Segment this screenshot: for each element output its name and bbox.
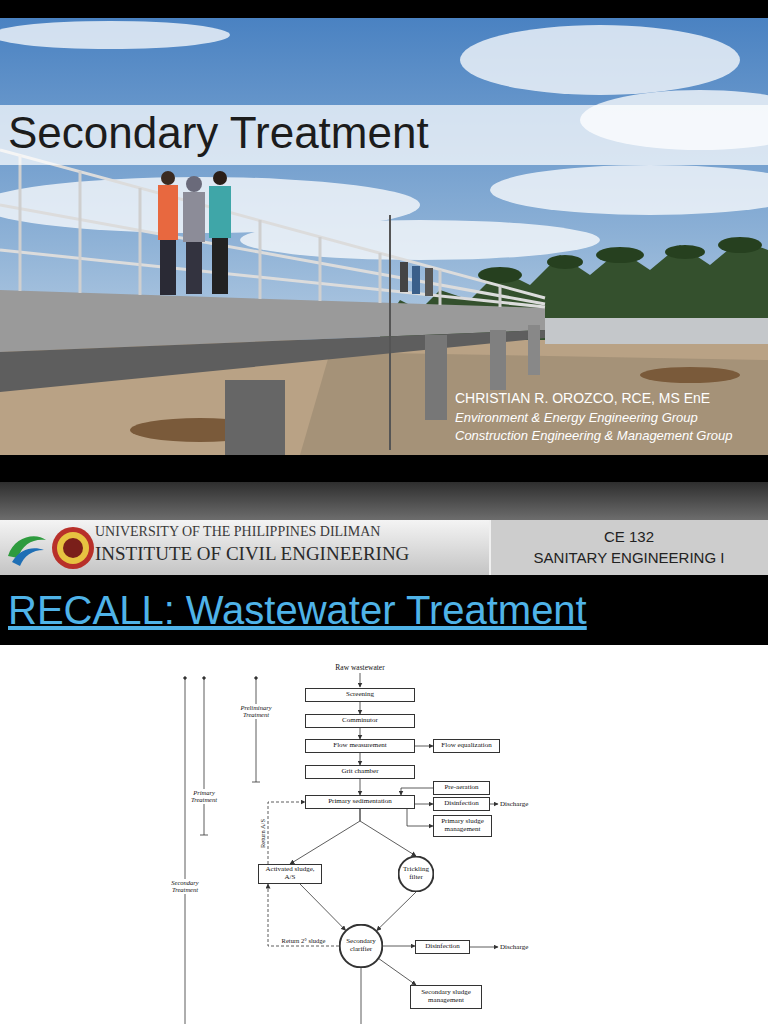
- flow-input: Raw wastewater: [325, 663, 395, 672]
- slide-title: Secondary Treatment: [8, 108, 429, 158]
- process-circle: Trickling filter: [398, 856, 434, 892]
- node-text: Pre-aeration: [444, 784, 478, 792]
- stage-label: Secondary Treatment: [165, 879, 205, 894]
- flow-connector: [360, 779, 361, 795]
- flow-connector: [379, 959, 416, 985]
- process-box: Disinfection: [415, 940, 470, 954]
- process-box: Primary sedimentation: [305, 795, 415, 809]
- edge-label: Return A/S: [259, 817, 266, 848]
- flow-connector: [268, 884, 339, 946]
- author-name: CHRISTIAN R. OROZCO, RCE, MS EnE: [455, 390, 710, 406]
- flow-connector: [360, 753, 361, 765]
- author-group: Construction Engineering & Management Gr…: [455, 428, 733, 443]
- node-text: Flow measurement: [333, 742, 386, 750]
- site-photo: [0, 18, 768, 455]
- process-box: Secondary sludge management: [410, 985, 482, 1009]
- process-box: Flow measurement: [305, 739, 415, 753]
- edge-label: Return 2° sludge: [281, 937, 327, 944]
- institute-name: INSTITUTE OF CIVIL ENGINEERING: [95, 543, 409, 565]
- university-name: UNIVERSITY OF THE PHILIPPINES DILIMAN: [95, 524, 380, 540]
- course-title: SANITARY ENGINEERING I: [490, 549, 768, 566]
- process-box: Screening: [305, 688, 415, 702]
- node-text: Screening: [346, 691, 374, 699]
- flow-output: Discharge: [500, 800, 528, 808]
- university-logos: [8, 527, 94, 569]
- node-text: Comminutor: [342, 717, 378, 725]
- node-text: Primary sedimentation: [328, 798, 392, 806]
- node-text: Secondary clarifier: [344, 938, 379, 953]
- process-box: Activated sludge, A/S: [258, 864, 322, 884]
- node-text: Activated sludge, A/S: [261, 866, 319, 881]
- flow-connector: [415, 746, 433, 747]
- process-box: Pre-aeration: [433, 781, 490, 795]
- flow-connector: [383, 946, 415, 947]
- process-box: Comminutor: [305, 714, 415, 728]
- process-box: Primary sludge management: [433, 815, 492, 837]
- process-box: Flow equalization: [433, 739, 500, 753]
- author-group: Environment & Energy Engineering Group: [455, 410, 698, 425]
- flow-connector: [377, 892, 416, 931]
- node-text: Disinfection: [425, 943, 460, 951]
- slide-heading: RECALL: Wastewater Treatment: [8, 588, 587, 633]
- node-text: Secondary sludge management: [413, 989, 479, 1004]
- flow-connector: [360, 728, 361, 739]
- circle-shape: [340, 925, 383, 968]
- flow-connector: [407, 809, 433, 826]
- people: [158, 171, 433, 296]
- node-text: Primary sludge management: [436, 818, 489, 833]
- node-text: Trickling filter: [403, 866, 430, 881]
- flow-connector: [300, 884, 346, 930]
- stage-label: Primary Treatment: [186, 789, 222, 804]
- stage-label: Preliminary Treatment: [236, 704, 276, 719]
- flow-connector: [268, 802, 305, 864]
- course-code: CE 132: [490, 528, 768, 545]
- flow-output: Discharge: [500, 943, 528, 951]
- process-box: Grit chamber: [305, 765, 415, 779]
- flow-connector: [290, 809, 360, 864]
- treatment-brackets: [184, 677, 260, 1024]
- node-text: Grit chamber: [341, 768, 378, 776]
- circle-shape: [399, 857, 434, 892]
- flow-connector: [360, 702, 361, 714]
- node-text: Flow equalization: [441, 742, 491, 750]
- node-text: Disinfection: [444, 800, 479, 808]
- flow-connector: [360, 809, 416, 856]
- flow-connector: [415, 804, 433, 805]
- process-box: Disinfection: [433, 797, 490, 811]
- flow-connector: [401, 788, 433, 795]
- process-circle: Secondary clarifier: [339, 924, 383, 968]
